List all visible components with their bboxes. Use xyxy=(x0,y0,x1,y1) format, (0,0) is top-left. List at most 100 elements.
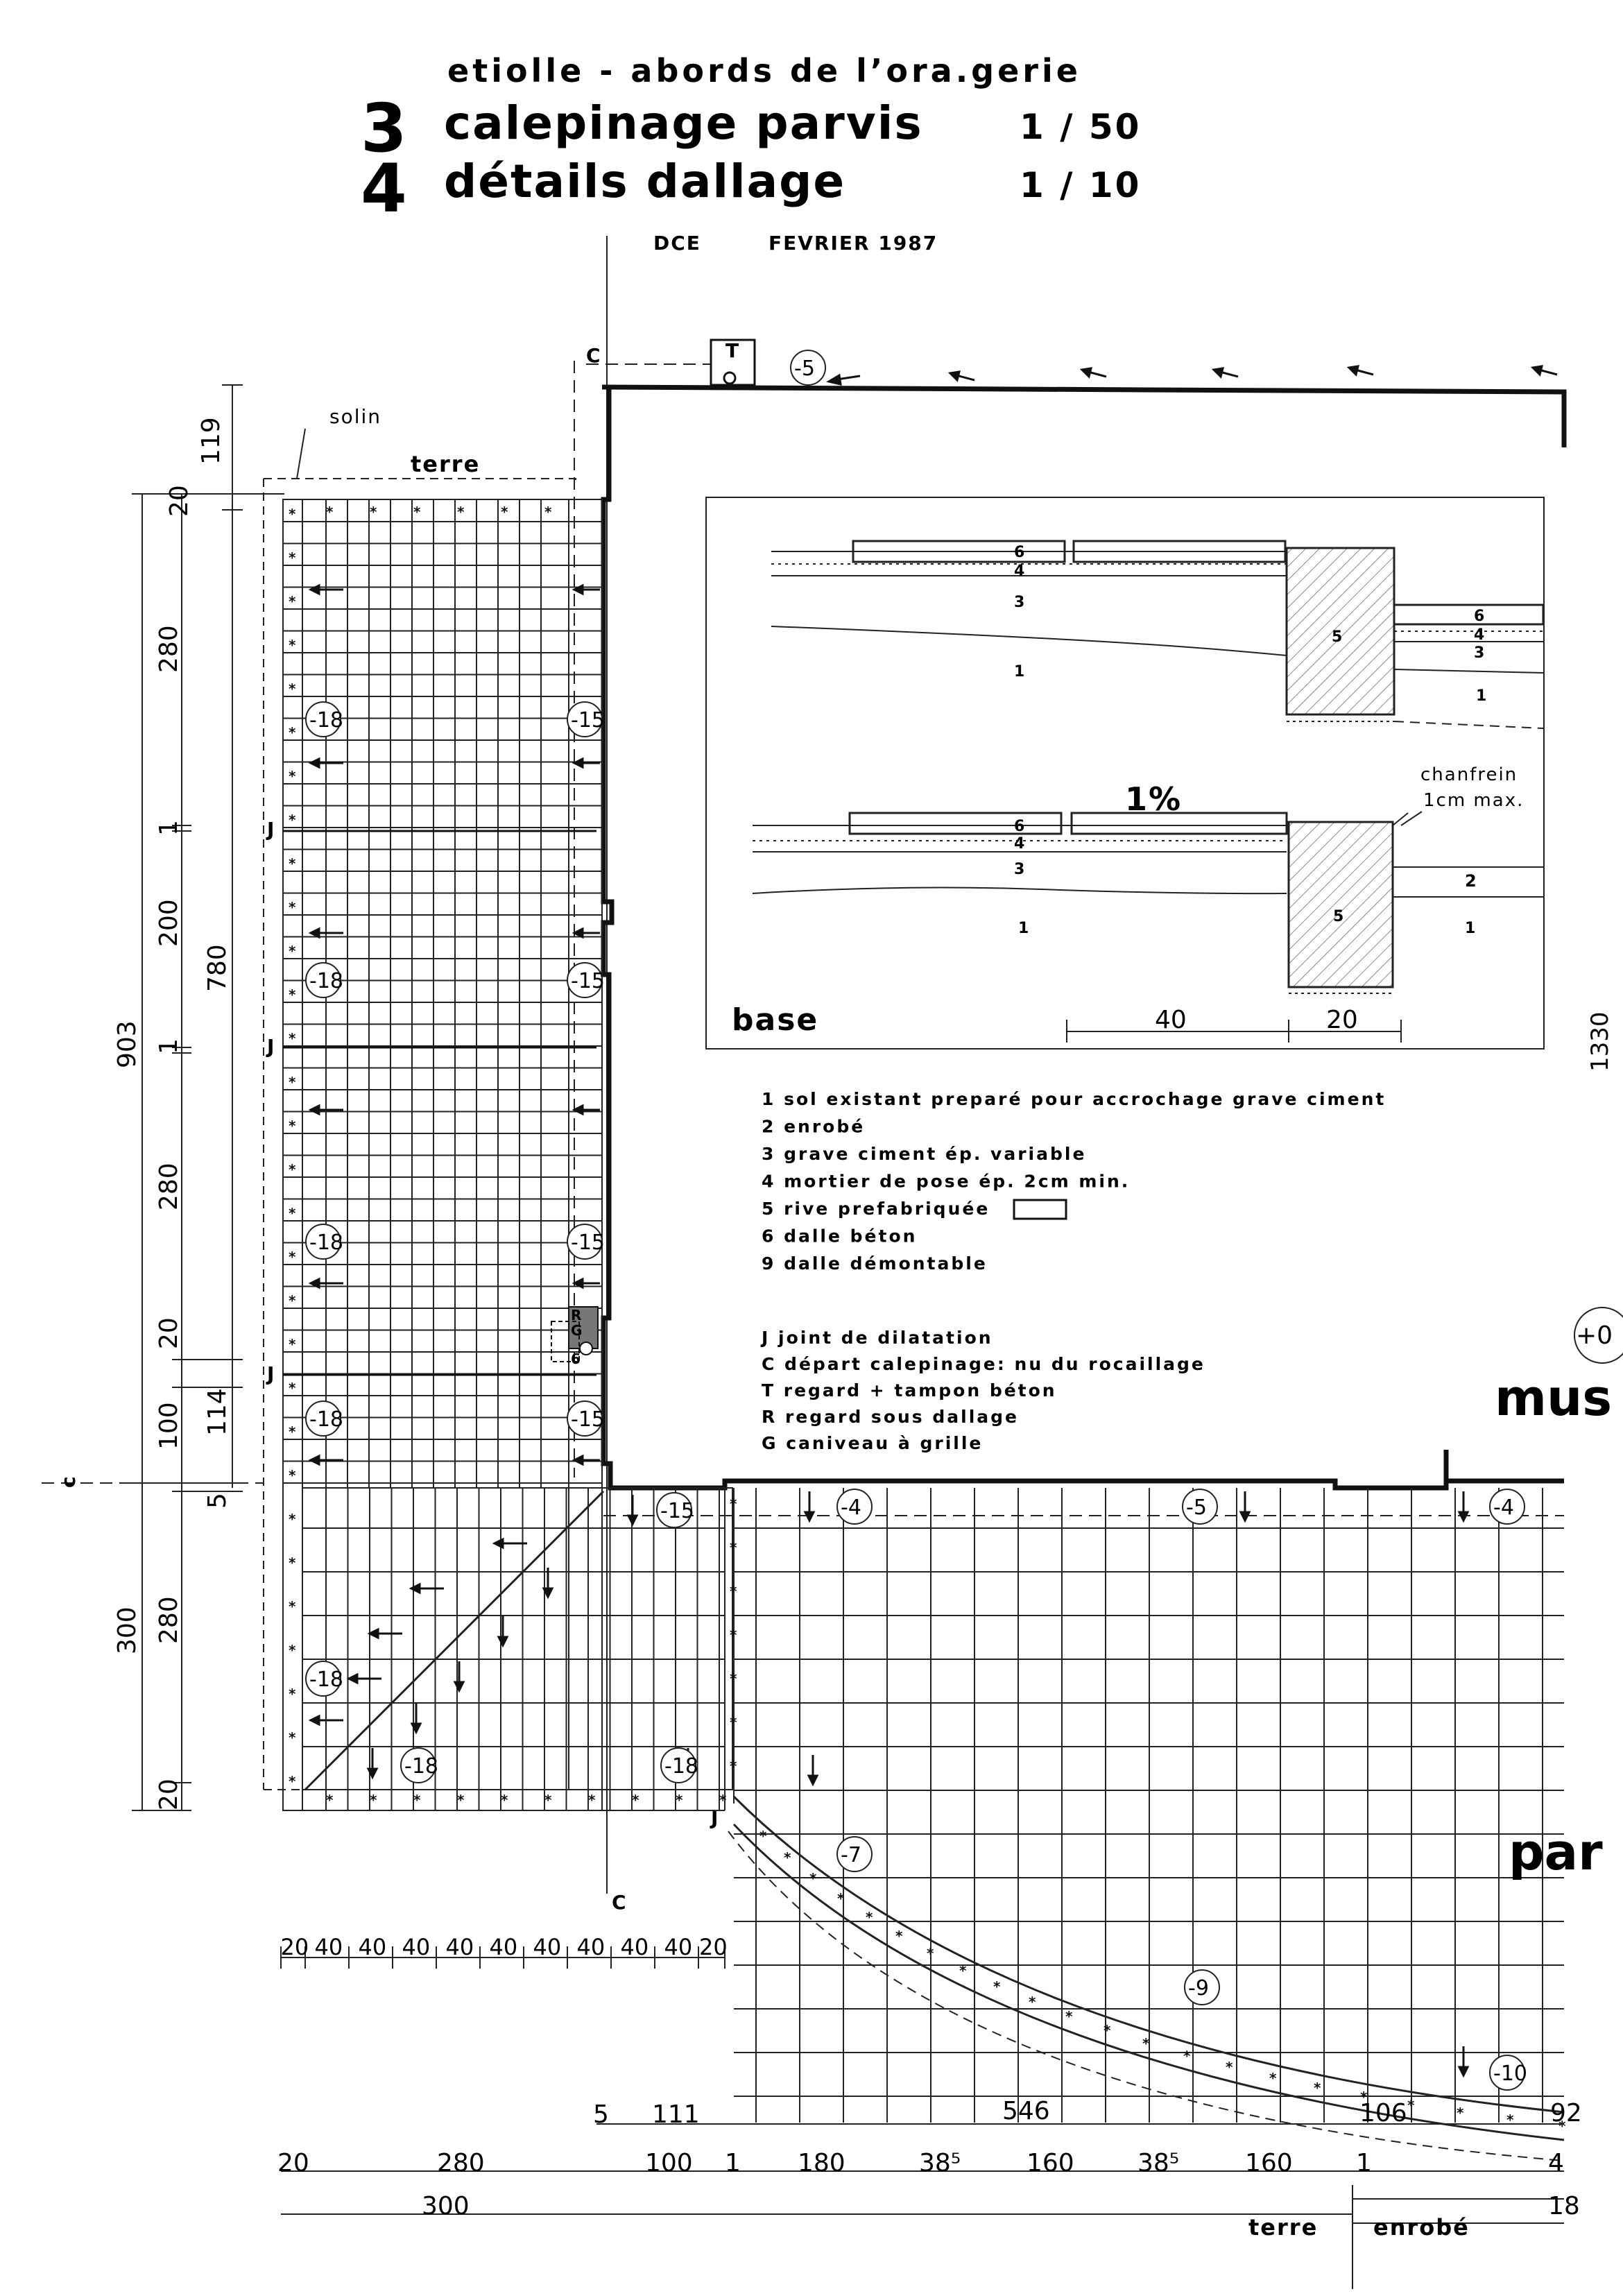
legend-item: 5 rive prefabriquée xyxy=(762,1199,990,1219)
curve-border-stars: ********************** xyxy=(759,1828,1565,2134)
item4-scale: 1 / 10 xyxy=(1020,165,1141,205)
level-circle xyxy=(400,1747,436,1783)
border-star: * xyxy=(370,504,378,520)
dim-280-a: 280 xyxy=(155,625,183,673)
tile-dimension: 40 xyxy=(621,1934,649,1960)
dim-row2: 160 xyxy=(1245,2149,1293,2177)
border-star: * xyxy=(289,768,297,785)
border-star: * xyxy=(289,506,297,522)
dim-row2: 1 xyxy=(725,2149,741,2177)
border-star: * xyxy=(289,1249,297,1265)
section-base-label: base xyxy=(732,1002,818,1038)
level-value: -18 xyxy=(664,1754,698,1779)
border-star: * xyxy=(289,1773,297,1790)
dim-row2: 1 xyxy=(1356,2149,1372,2177)
border-star: * xyxy=(730,1670,738,1687)
slope-arrow-head xyxy=(410,1722,422,1735)
legend-code: T regard + tampon béton xyxy=(762,1380,1057,1400)
border-star: * xyxy=(289,1686,297,1702)
border-star: * xyxy=(1506,2111,1515,2128)
slope-arrow-head xyxy=(453,1681,465,1693)
level-circle xyxy=(305,1224,341,1260)
legend-item: 6 dalle béton xyxy=(762,1226,917,1246)
lower-grid-horizontals xyxy=(302,1527,1564,2097)
item4-number: 4 xyxy=(361,150,407,228)
layer-6-top: 6 xyxy=(1014,544,1026,561)
level-marker: -18 xyxy=(305,1224,343,1260)
border-star: * xyxy=(927,1945,935,1962)
level-value: -18 xyxy=(404,1754,438,1779)
border-star: * xyxy=(784,1849,792,1866)
slope-arrow-head xyxy=(1457,2066,1470,2078)
border-star: * xyxy=(544,504,553,520)
border-star: * xyxy=(289,986,297,1003)
parvis-label: par xyxy=(1509,1823,1603,1881)
project-title: etiolle̵ - abords de l’ora̵.gerie xyxy=(447,52,1081,89)
level-markers: -5-18-18-18-18-18-15-15-15-15-18-18-15-4… xyxy=(305,350,1527,2091)
left-border-stars: ************************************ xyxy=(289,504,553,1790)
level-value: -15 xyxy=(571,708,605,733)
slope-arrow-head xyxy=(367,1627,379,1640)
block-5-top: 5 xyxy=(1332,628,1343,646)
musee-label: mus xyxy=(1495,1369,1612,1427)
chamfer-note: 1cm max. xyxy=(1423,790,1524,811)
border-star: * xyxy=(370,1792,378,1808)
dim-row2: 38⁵ xyxy=(1137,2149,1179,2177)
level-circle xyxy=(567,962,603,998)
slope-arrow-head xyxy=(572,927,584,939)
level-value: -5 xyxy=(1186,1496,1207,1520)
slope-arrow-head xyxy=(497,1636,509,1648)
dim-1-a: 1 xyxy=(155,820,183,836)
level-circle xyxy=(305,962,341,998)
slope-arrow-head xyxy=(1457,1511,1470,1523)
tile-dimension: 40 xyxy=(359,1934,387,1960)
dim-5: 5 xyxy=(203,1493,232,1509)
tile-dimension: 40 xyxy=(490,1934,518,1960)
dim-780: 780 xyxy=(203,944,232,992)
layer-3-bottom: 3 xyxy=(1014,861,1026,878)
border-star: * xyxy=(289,1205,297,1222)
border-star: * xyxy=(1360,2089,1368,2105)
slope-arrow-head xyxy=(803,1511,816,1523)
border-star: * xyxy=(1407,2097,1416,2114)
border-star: * xyxy=(1029,1994,1037,2010)
border-star: * xyxy=(289,812,297,828)
border-star: * xyxy=(1457,2105,1465,2121)
item3-number: 3 xyxy=(361,89,407,167)
legend-code: G caniveau à grille xyxy=(762,1433,983,1453)
border-star: * xyxy=(289,1030,297,1047)
level-circle xyxy=(790,350,826,386)
dim-280-c: 280 xyxy=(155,1596,183,1644)
border-star: * xyxy=(289,1117,297,1134)
border-star: * xyxy=(730,1758,738,1774)
cut-value-right: 1330 xyxy=(1586,1011,1614,1072)
slope-arrow-head xyxy=(308,1714,320,1727)
slope-arrow-head xyxy=(346,1672,359,1685)
level-marker: -15 xyxy=(567,1224,605,1260)
dim-row2: 38⁵ xyxy=(919,2149,961,2177)
border-star: * xyxy=(1269,2070,1278,2087)
level-marker: -15 xyxy=(567,701,605,737)
border-star: * xyxy=(289,680,297,697)
level-marker: -10 xyxy=(1489,2055,1527,2091)
border-star: * xyxy=(1314,2080,1322,2096)
border-star: * xyxy=(501,1792,509,1808)
border-star: * xyxy=(457,504,465,520)
slope-arrow-head xyxy=(572,583,584,596)
border-star: * xyxy=(289,724,297,741)
level-value: -5 xyxy=(794,357,815,381)
level-circle xyxy=(1182,1489,1218,1525)
tile-dimension: 40 xyxy=(402,1934,431,1960)
border-star: * xyxy=(501,504,509,520)
dim-row1: 546 xyxy=(1002,2097,1050,2125)
border-star: * xyxy=(289,1511,297,1527)
level-circle xyxy=(1489,2055,1525,2091)
border-star: * xyxy=(289,1074,297,1090)
border-star: * xyxy=(289,637,297,653)
slope-arrow-head xyxy=(492,1537,504,1550)
border-star: * xyxy=(289,1554,297,1571)
layer-1-bottom: 1 xyxy=(1018,920,1030,937)
dim-114: 114 xyxy=(203,1388,232,1436)
dim-20-bot: 20 xyxy=(155,1779,183,1810)
